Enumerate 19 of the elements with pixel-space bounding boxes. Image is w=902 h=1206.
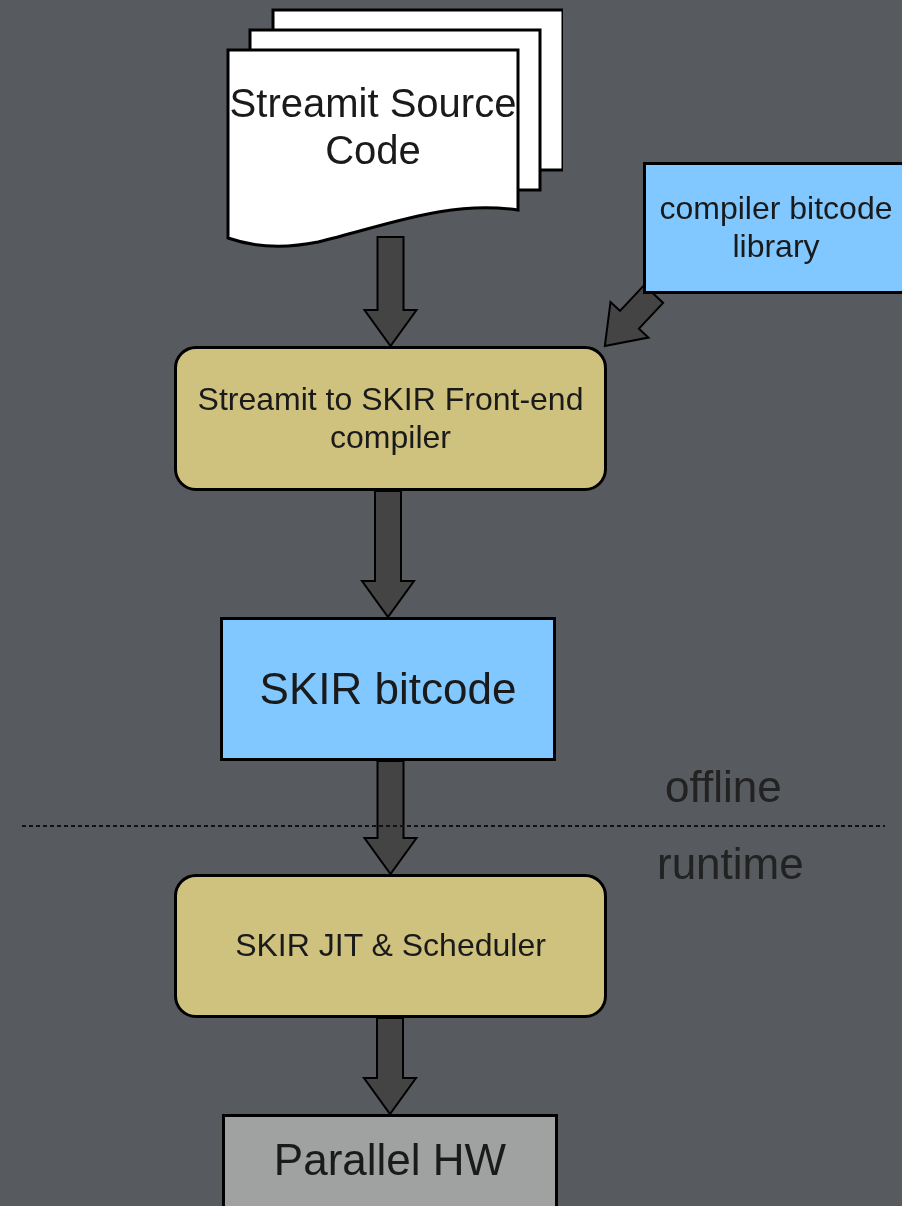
section-label: runtime: [657, 842, 804, 886]
document-stack: [226, 8, 563, 248]
node-text: SKIR bitcode: [259, 663, 517, 715]
block-arrow: [603, 283, 665, 348]
process-box: [222, 1114, 558, 1206]
block-arrow: [362, 1017, 418, 1116]
node-text: Streamit Source Code: [228, 80, 518, 175]
process-box: [220, 617, 556, 761]
node-text: compiler bitcode library: [658, 190, 894, 266]
block-arrow: [362, 760, 419, 876]
node-text: Streamit to SKIR Front-end compiler: [196, 380, 585, 457]
process-box: [643, 162, 902, 294]
process-box: [174, 874, 607, 1018]
node-text: Parallel HW: [273, 1134, 507, 1186]
process-box: [174, 346, 607, 491]
node-text: SKIR JIT & Scheduler: [235, 927, 546, 965]
block-arrow: [360, 490, 416, 619]
block-arrow: [362, 236, 419, 348]
section-label: offline: [665, 765, 782, 809]
